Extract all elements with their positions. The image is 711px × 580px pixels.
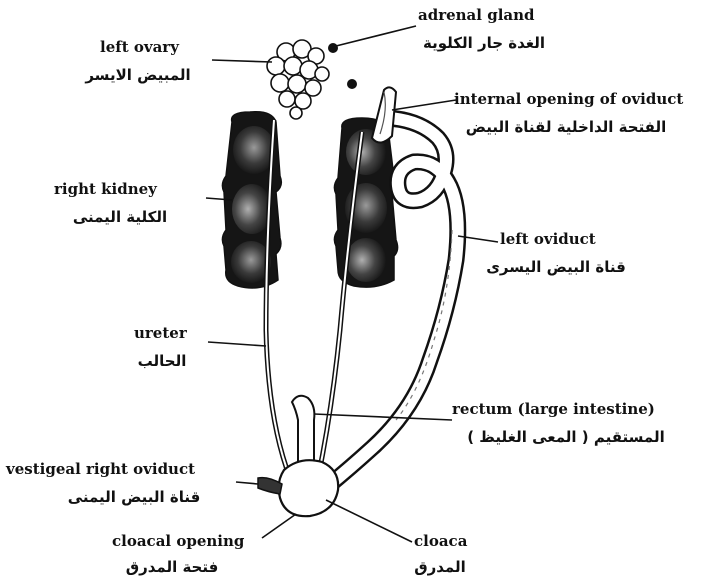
label-adrenal-gland-ar: الغدة جار الكلوية [423,34,545,52]
label-left-oviduct-en: left oviduct [500,230,596,248]
label-right-kidney-ar: الكلية اليمنى [73,208,167,226]
left-ovary [267,40,329,119]
label-adrenal-gland-en: adrenal gland [418,6,535,24]
label-vestigial-right-oviduct-en: vestigeal right oviduct [5,460,195,478]
label-right-kidney-en: right kidney [54,180,158,198]
cloaca [279,460,339,516]
leader-cloacal-opening [262,514,296,538]
left-kidney [334,118,397,287]
label-ureter-ar: الحالب [138,352,187,370]
leader-adrenal [336,26,416,46]
vestigial-right-oviduct [258,478,282,494]
leader-internal-opening [392,100,456,110]
leader-cloaca [326,500,412,542]
label-rectum-en: rectum (large intestine) [452,400,655,418]
label-internal-opening-en: internal opening of oviduct [454,90,683,108]
leader-ovary [212,60,272,62]
label-cloacal-opening-en: cloacal opening [112,532,245,550]
leader-vestigial [236,482,258,484]
label-internal-opening-ar: الفتحة الداخلية لقناة البيض [466,118,667,136]
rectum [292,396,314,470]
label-left-ovary-ar: المبيض الايسر [84,66,190,84]
label-cloaca-ar: المدرق [414,558,466,576]
label-cloacal-opening-ar: فتحة المدرق [126,558,219,576]
label-vestigial-right-oviduct-ar: قناة البيض اليمنى [68,488,201,506]
label-ureter-en: ureter [134,324,188,342]
adrenal-gland-dot-lower [347,79,357,89]
leader-ureter [208,342,266,346]
label-left-oviduct-ar: قناة البيض اليسرى [486,258,626,276]
adrenal-gland-dot-upper [328,43,338,53]
leader-rectum [314,414,452,420]
label-rectum-ar: المستقيم ( المعى الغليظ ) [467,428,665,446]
label-cloaca-en: cloaca [414,532,468,550]
label-left-ovary-en: left ovary [100,38,180,56]
